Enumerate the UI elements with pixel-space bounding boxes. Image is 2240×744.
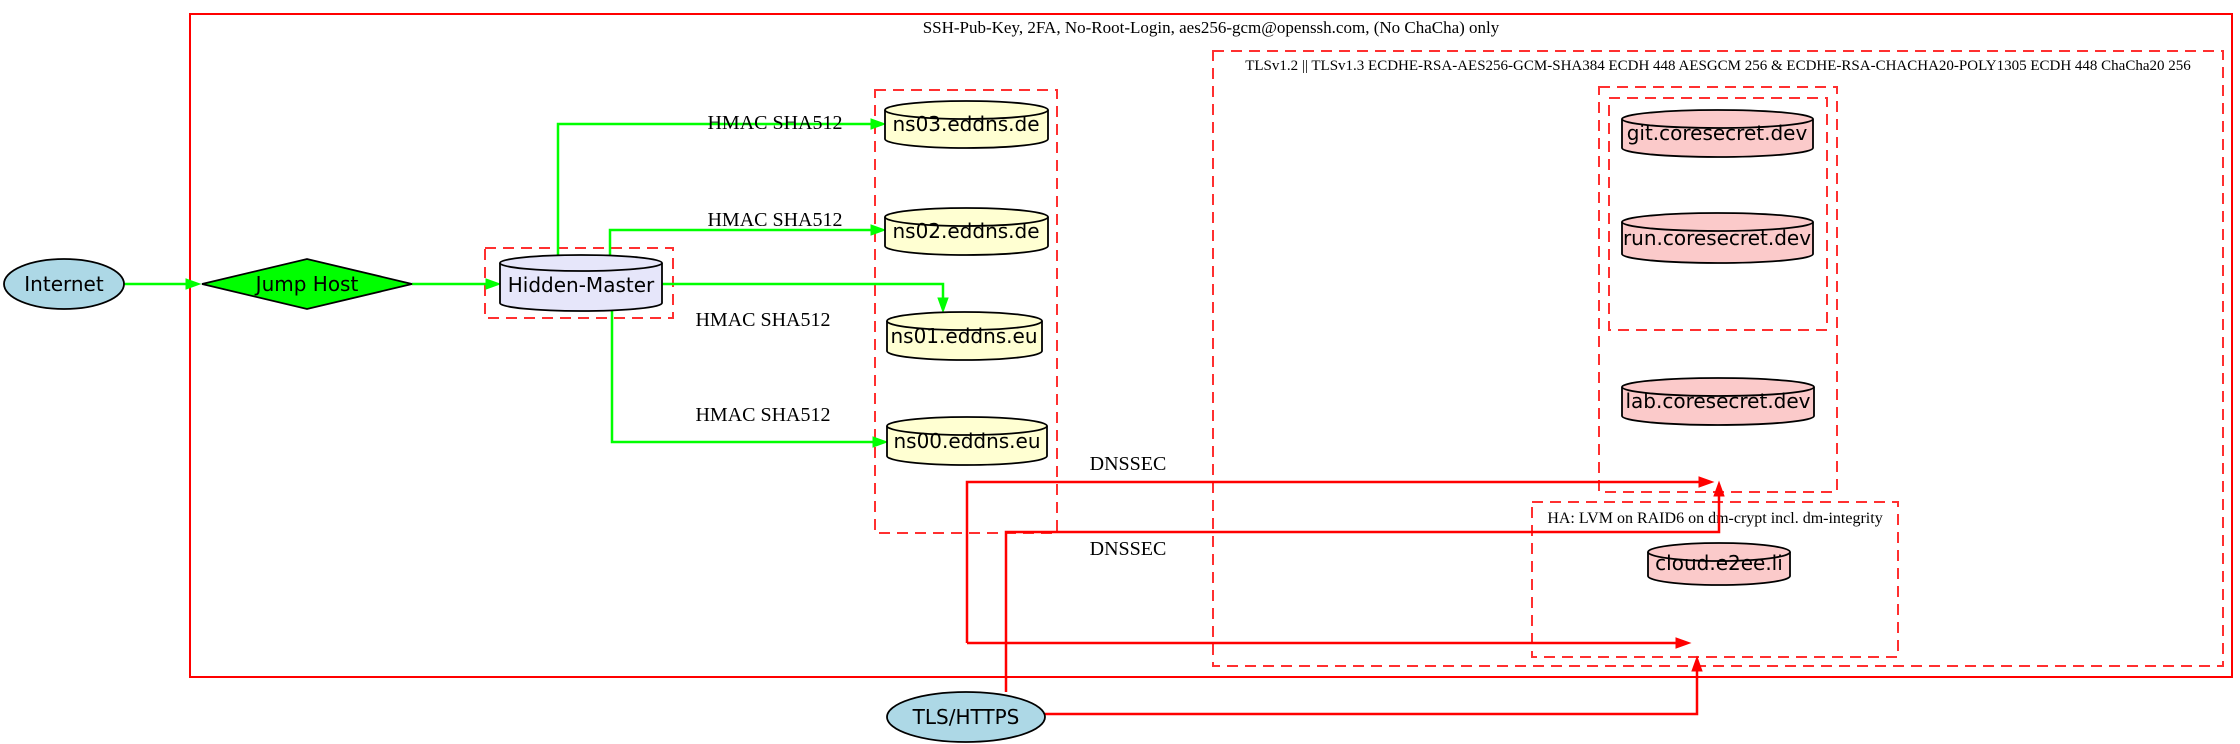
edge-dnssec-to-ha	[967, 637, 1692, 649]
ha-cluster-label: HA: LVM on RAID6 on dm-crypt incl. dm-in…	[1547, 510, 1882, 527]
edge-label-dnssec-2: DNSSEC	[1090, 538, 1167, 560]
tls-https-node: TLS/HTTPS	[886, 691, 1046, 743]
edge-jumphost-to-hiddenmaster	[412, 278, 502, 290]
internet-node-label: Internet	[24, 272, 104, 296]
edge-internet-to-jumphost	[124, 278, 202, 290]
edge-hiddenmaster-to-ns03: HMAC SHA512	[556, 112, 887, 255]
edge-label-hmac-ns02: HMAC SHA512	[707, 209, 842, 231]
cluster-tls-boundary: TLSv1.2 || TLSv1.3 ECDHE-RSA-AES256-GCM-…	[1212, 50, 2224, 667]
cylinder-rim	[1621, 386, 1815, 397]
ns03-node-label: ns03.eddns.de	[892, 112, 1039, 136]
cylinder-rim	[886, 320, 1043, 331]
edge-label-dnssec-1: DNSSEC	[1090, 453, 1167, 475]
cylinder-rim	[884, 109, 1049, 120]
cylinder-rim	[1621, 221, 1814, 232]
tls-cluster-label: TLSv1.2 || TLSv1.3 ECDHE-RSA-AES256-GCM-…	[1245, 58, 2191, 74]
cylinder-rim	[499, 262, 663, 272]
ns02-node: ns02.eddns.de	[884, 207, 1049, 256]
arrowhead	[1691, 655, 1703, 672]
ssh-cluster-label: SSH-Pub-Key, 2FA, No-Root-Login, aes256-…	[923, 18, 1500, 37]
hidden-master-node: Hidden-Master	[499, 254, 663, 312]
jump-host-node-label: Jump Host	[254, 272, 359, 296]
arrowhead	[872, 436, 889, 448]
internet-node: Internet	[3, 258, 125, 310]
cylinder-rim	[884, 216, 1049, 227]
ha-cluster-box	[1531, 501, 1899, 658]
lab-node: lab.coresecret.dev	[1621, 377, 1815, 426]
git-node: git.coresecret.dev	[1621, 109, 1814, 158]
run-node-label: run.coresecret.dev	[1623, 226, 1811, 250]
edge-hiddenmaster-to-ns02: HMAC SHA512	[608, 209, 887, 255]
edge-hiddenmaster-to-ns00: HMAC SHA512	[610, 311, 889, 448]
cluster-ssh-boundary: SSH-Pub-Key, 2FA, No-Root-Login, aes256-…	[189, 13, 2233, 678]
edge-label-hmac-ns00: HMAC SHA512	[695, 404, 830, 426]
arrowhead	[870, 118, 887, 130]
arrowhead	[1698, 476, 1715, 488]
arrowhead	[185, 278, 202, 290]
hidden-master-node-label: Hidden-Master	[508, 273, 655, 297]
coresecret-inner-cluster-box	[1608, 97, 1828, 331]
tls-cluster-box	[1212, 50, 2224, 667]
cylinder-rim	[886, 425, 1048, 436]
edge-hiddenmaster-to-ns01: HMAC SHA512	[662, 282, 949, 331]
ns02-node-label: ns02.eddns.de	[892, 219, 1039, 243]
cylinder-rim	[1647, 551, 1791, 562]
lab-node-label: lab.coresecret.dev	[1625, 389, 1810, 413]
edge-label-hmac-ns01: HMAC SHA512	[695, 309, 830, 331]
ns00-node-label: ns00.eddns.eu	[893, 429, 1040, 453]
ns01-node-label: ns01.eddns.eu	[890, 324, 1037, 348]
cloud-node-label: cloud.e2ee.li	[1655, 551, 1783, 575]
cylinder-rim	[1621, 118, 1814, 129]
ssh-cluster-box	[189, 13, 2233, 678]
edge-dnssec-to-coresecret: DNSSEC	[965, 453, 1715, 643]
ns01-node: ns01.eddns.eu	[886, 311, 1043, 361]
arrowhead	[1713, 480, 1725, 497]
edge-tlshttps-to-coresecret: DNSSEC	[1004, 480, 1725, 692]
dns-cluster-box	[874, 89, 1058, 534]
cluster-ha-boundary: HA: LVM on RAID6 on dm-crypt incl. dm-in…	[1531, 501, 1899, 658]
arrowhead	[485, 278, 502, 290]
edge-label-hmac-ns03: HMAC SHA512	[707, 112, 842, 134]
cloud-node: cloud.e2ee.li	[1647, 542, 1791, 586]
arrowhead	[1675, 637, 1692, 649]
ns00-node: ns00.eddns.eu	[886, 416, 1048, 466]
edge-tlshttps-to-ha	[1045, 655, 1703, 716]
tls-https-node-label: TLS/HTTPS	[912, 705, 1020, 729]
ns03-node: ns03.eddns.de	[884, 100, 1049, 149]
git-node-label: git.coresecret.dev	[1627, 121, 1808, 145]
arrowhead	[870, 224, 887, 236]
jump-host-node: Jump Host	[201, 258, 413, 310]
run-node: run.coresecret.dev	[1621, 212, 1814, 264]
arrowhead	[937, 297, 949, 314]
